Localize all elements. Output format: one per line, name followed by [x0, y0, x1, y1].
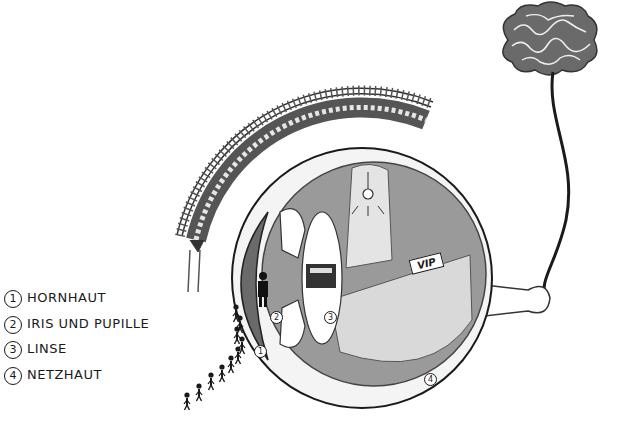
bouncer: [258, 272, 268, 307]
people-queue: [184, 304, 245, 410]
part-name: IRIS UND PUPILLE: [27, 315, 149, 333]
brain: [503, 2, 597, 75]
part-name: NETZHAUT: [27, 366, 102, 384]
iris: [280, 300, 305, 347]
callout-number: 4: [4, 367, 22, 385]
lens: [302, 212, 342, 344]
callout-number: 4: [424, 373, 437, 386]
callout-number: 1: [254, 345, 267, 358]
callout-number: 1: [4, 290, 22, 308]
nerve-cable: [544, 72, 569, 300]
part-name: HORNHAUT: [27, 289, 106, 307]
callout-number: 2: [270, 311, 283, 324]
callout-number: 3: [324, 311, 337, 324]
part-name: LINSE: [27, 340, 67, 358]
eye-interior: [262, 162, 486, 386]
eyeball: [232, 148, 492, 408]
callout-number: 2: [4, 316, 22, 334]
back-wall: [346, 164, 392, 268]
callout-number: 3: [4, 341, 22, 359]
ticket-booth: [306, 264, 336, 288]
cornea: [241, 212, 268, 360]
floor: [330, 255, 472, 362]
lamp: [352, 172, 384, 216]
iris: [280, 209, 305, 258]
